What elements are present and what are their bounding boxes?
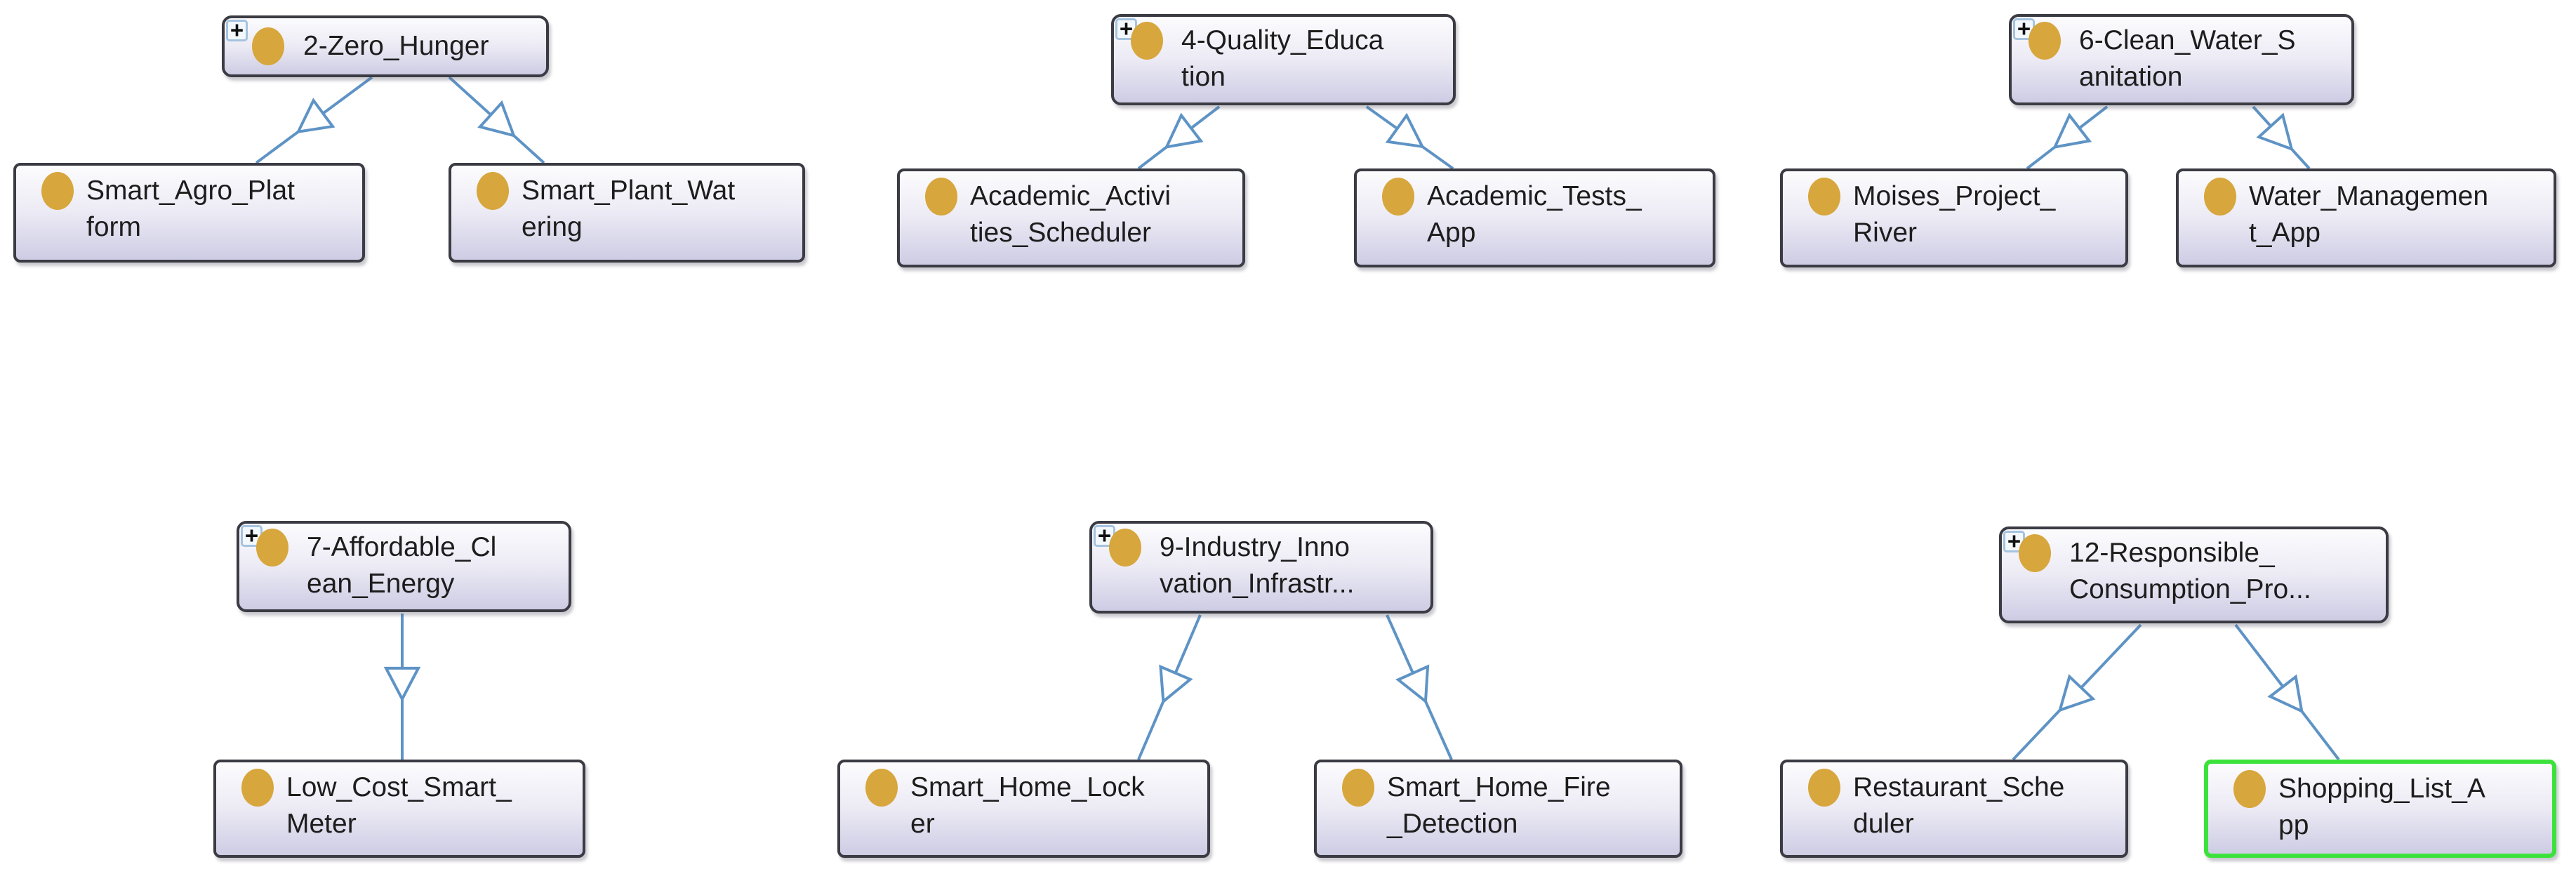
subclass-arrowhead-icon: [1385, 112, 1425, 149]
class-icon: [477, 172, 509, 210]
class-node-smart-home-locker[interactable]: Smart_Home_Lock er: [837, 760, 1210, 858]
class-icon: [1808, 178, 1840, 216]
class-icon: [1109, 529, 1141, 567]
expand-plus-button[interactable]: +: [226, 17, 248, 43]
class-icon: [256, 529, 288, 567]
class-node-label: 4-Quality_Educa tion: [1181, 25, 1384, 92]
class-node-label: Restaurant_Sche duler: [1853, 772, 2065, 839]
plus-icon: +: [1119, 15, 1134, 41]
class-icon: [1131, 22, 1163, 60]
subclass-arrowhead-icon: [477, 100, 517, 138]
class-node-label: 2-Zero_Hunger: [303, 31, 489, 61]
class-node-label: 7-Affordable_Cl ean_Energy: [307, 532, 497, 599]
class-icon: [865, 769, 898, 807]
class-node-restaurant-scheduler[interactable]: Restaurant_Sche duler: [1780, 760, 2128, 858]
class-node-smart-plant-watering[interactable]: Smart_Plant_Wat ering: [449, 163, 805, 263]
plus-icon: +: [230, 17, 244, 43]
class-node-sdg7-affordable-clean-energy[interactable]: +7-Affordable_Cl ean_Energy: [237, 521, 571, 612]
class-node-sdg12-responsible-consumption[interactable]: +12-Responsible_ Consumption_Pro...: [1999, 526, 2389, 623]
plus-icon: +: [2017, 15, 2031, 41]
class-icon: [1382, 178, 1414, 216]
class-node-label: Moises_Project_ River: [1853, 181, 2056, 248]
class-node-label: Water_Managemen t_App: [2249, 181, 2489, 248]
subclass-arrowhead-icon: [383, 666, 421, 703]
class-node-academic-tests-app[interactable]: Academic_Tests_ App: [1354, 168, 1715, 267]
class-icon: [925, 178, 957, 216]
class-icon: [2233, 770, 2266, 808]
class-node-water-management-app[interactable]: Water_Managemen t_App: [2176, 168, 2556, 267]
class-icon: [1342, 769, 1374, 807]
class-node-shopping-list-app[interactable]: Shopping_List_A pp: [2204, 760, 2556, 858]
plus-icon: +: [2007, 528, 2021, 554]
class-node-label: Academic_Activi ties_Scheduler: [970, 181, 1171, 248]
class-icon: [252, 27, 284, 65]
subclass-arrowhead-icon: [2052, 112, 2092, 150]
subclass-arrowhead-icon: [296, 98, 336, 134]
class-node-label: Shopping_List_A pp: [2278, 774, 2485, 840]
class-icon: [2204, 178, 2236, 216]
class-icon: [2029, 22, 2061, 60]
class-icon: [41, 172, 74, 210]
subclass-arrowhead-icon: [2256, 112, 2294, 152]
class-node-sdg9-industry-innovation[interactable]: +9-Industry_Inno vation_Infrastr...: [1089, 521, 1433, 614]
subclass-arrowhead-icon: [1159, 664, 1193, 705]
class-node-moises-project-river[interactable]: Moises_Project_ River: [1780, 168, 2128, 267]
class-icon: [241, 769, 274, 807]
class-node-label: Academic_Tests_ App: [1427, 181, 1642, 248]
subclass-arrowhead-icon: [2267, 674, 2304, 714]
class-node-label: 12-Responsible_ Consumption_Pro...: [2069, 538, 2311, 604]
plus-icon: +: [244, 522, 259, 548]
class-node-label: Smart_Home_Fire _Detection: [1387, 772, 1611, 839]
class-node-label: Smart_Home_Lock er: [910, 772, 1145, 839]
class-node-academic-activities-scheduler[interactable]: Academic_Activi ties_Scheduler: [897, 168, 1245, 267]
class-node-sdg2-zero-hunger[interactable]: +2-Zero_Hunger: [222, 15, 549, 77]
class-node-low-cost-smart-meter[interactable]: Low_Cost_Smart_ Meter: [213, 760, 585, 858]
class-node-smart-home-fire-detection[interactable]: Smart_Home_Fire _Detection: [1314, 760, 1682, 858]
class-node-smart-agro-platform[interactable]: Smart_Agro_Plat form: [13, 163, 365, 263]
class-node-label: 9-Industry_Inno vation_Infrastr...: [1160, 532, 1355, 599]
subclass-arrowhead-icon: [1395, 664, 1430, 705]
plus-icon: +: [1097, 522, 1112, 548]
subclass-arrowhead-icon: [2057, 674, 2096, 713]
class-icon: [2019, 534, 2051, 572]
class-node-label: Smart_Plant_Wat ering: [522, 175, 736, 242]
class-node-sdg6-clean-water-sanitation[interactable]: +6-Clean_Water_S anitation: [2009, 14, 2354, 105]
class-icon: [1808, 769, 1840, 807]
subclass-arrowhead-icon: [1164, 112, 1204, 149]
class-node-label: 6-Clean_Water_S anitation: [2079, 25, 2296, 92]
class-node-label: Low_Cost_Smart_ Meter: [286, 772, 512, 839]
class-node-sdg4-quality-education[interactable]: +4-Quality_Educa tion: [1111, 14, 1456, 105]
class-node-label: Smart_Agro_Plat form: [86, 175, 295, 242]
